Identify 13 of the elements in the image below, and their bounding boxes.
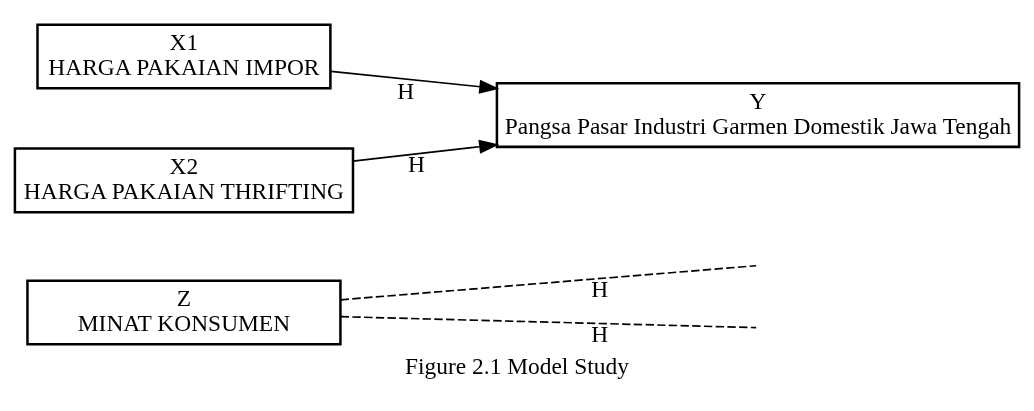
connector [340, 315, 757, 328]
node-box: Y Pangsa Pasar Industri Garmen Domestik Jawa Tengah [495, 81, 1021, 148]
node-box: X2 HARGA PAKAIAN THRIFTING [13, 146, 355, 213]
connector [340, 264, 757, 301]
arrow [352, 139, 500, 162]
caption: Figure 2.1 Model Study [405, 352, 629, 379]
edge-label: H [397, 77, 415, 104]
edge-label: H [591, 275, 609, 302]
arrow [330, 70, 500, 94]
edge-label: H [591, 320, 609, 347]
node-box: X1 HARGA PAKAIAN IMPOR [36, 22, 332, 90]
node-box: Z MINAT KONSUMEN [26, 279, 342, 346]
edge-label: H [408, 150, 426, 177]
